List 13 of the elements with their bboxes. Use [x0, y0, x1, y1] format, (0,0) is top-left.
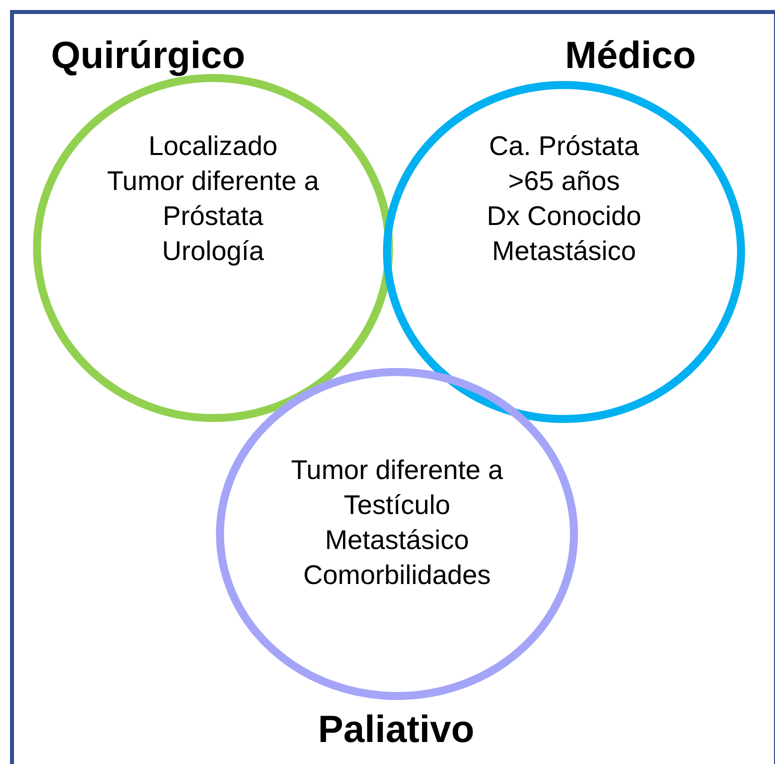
category-heading: Quirúrgico — [51, 34, 246, 78]
criteria-text: Comorbilidades — [303, 559, 491, 592]
criteria-text: >65 años — [508, 165, 620, 198]
criteria-text: Tumor diferente a Próstata — [106, 165, 320, 233]
criteria-text: Metastásico — [492, 235, 636, 268]
category-heading: Paliativo — [318, 708, 474, 752]
category-heading: Médico — [565, 34, 696, 78]
criteria-text: Localizado — [148, 130, 278, 163]
criteria-text: Metastásico — [324, 524, 470, 557]
criteria-text: Dx Conocido — [486, 200, 642, 233]
criteria-text: Tumor diferente a Testículo — [290, 454, 504, 522]
criteria-text: Urología — [162, 235, 264, 268]
criteria-text: Ca. Próstata — [488, 130, 640, 163]
